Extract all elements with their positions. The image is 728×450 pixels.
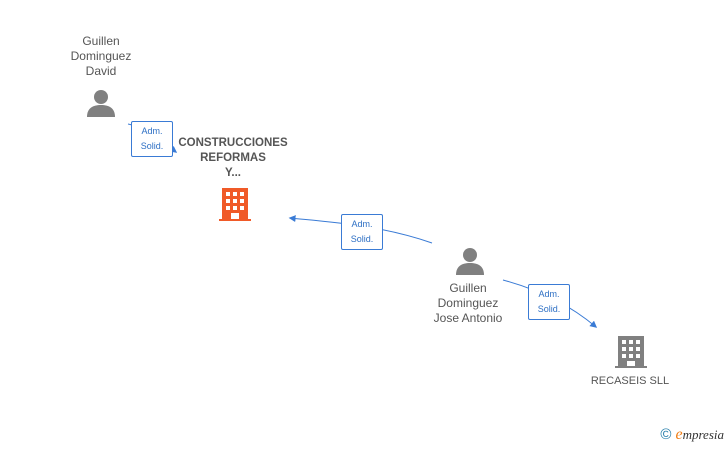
company-label-construcciones[interactable]: CONSTRUCCIONES REFORMAS Y... [172,136,294,181]
empresia-watermark[interactable]: ©empresia [660,426,724,444]
node-label-line: Jose Antonio [433,311,503,325]
edge-label-line: Solid. [140,141,164,151]
node-label-line: Dominguez [70,49,132,63]
person-icon[interactable] [456,248,484,275]
person-label-david[interactable]: Guillen Dominguez David [58,34,144,79]
node-label-line: REFORMAS [200,152,266,164]
node-label-line: RECASEIS SLL [590,375,670,387]
node-label-line: David [85,64,117,78]
node-label-line: Y... [225,167,241,179]
edge-label-line: Adm. [538,289,560,299]
edge-label-line: Adm. [141,126,163,136]
edge-label-david-construcciones[interactable]: Adm. Solid. [131,121,173,157]
node-label-line: Guillen [82,34,120,48]
node-label-line: CONSTRUCCIONES [178,137,288,149]
edge-label-line: Adm. [351,219,373,229]
brand-name: mpresia [682,427,724,442]
building-icon[interactable] [615,336,647,368]
edge-label-jose-recaseis[interactable]: Adm. Solid. [528,284,570,320]
copyright-icon: © [660,426,672,443]
node-label-line: Dominguez [437,296,499,310]
building-icon[interactable] [219,188,251,221]
person-icon[interactable] [87,90,115,117]
node-label-line: Guillen [449,281,487,295]
edge-label-jose-construcciones[interactable]: Adm. Solid. [341,214,383,250]
company-label-recaseis[interactable]: RECASEIS SLL [580,374,680,389]
edge-label-line: Solid. [350,234,374,244]
edge-label-line: Solid. [537,304,561,314]
person-label-jose[interactable]: Guillen Dominguez Jose Antonio [422,281,514,326]
brand-initial: e [675,426,683,443]
